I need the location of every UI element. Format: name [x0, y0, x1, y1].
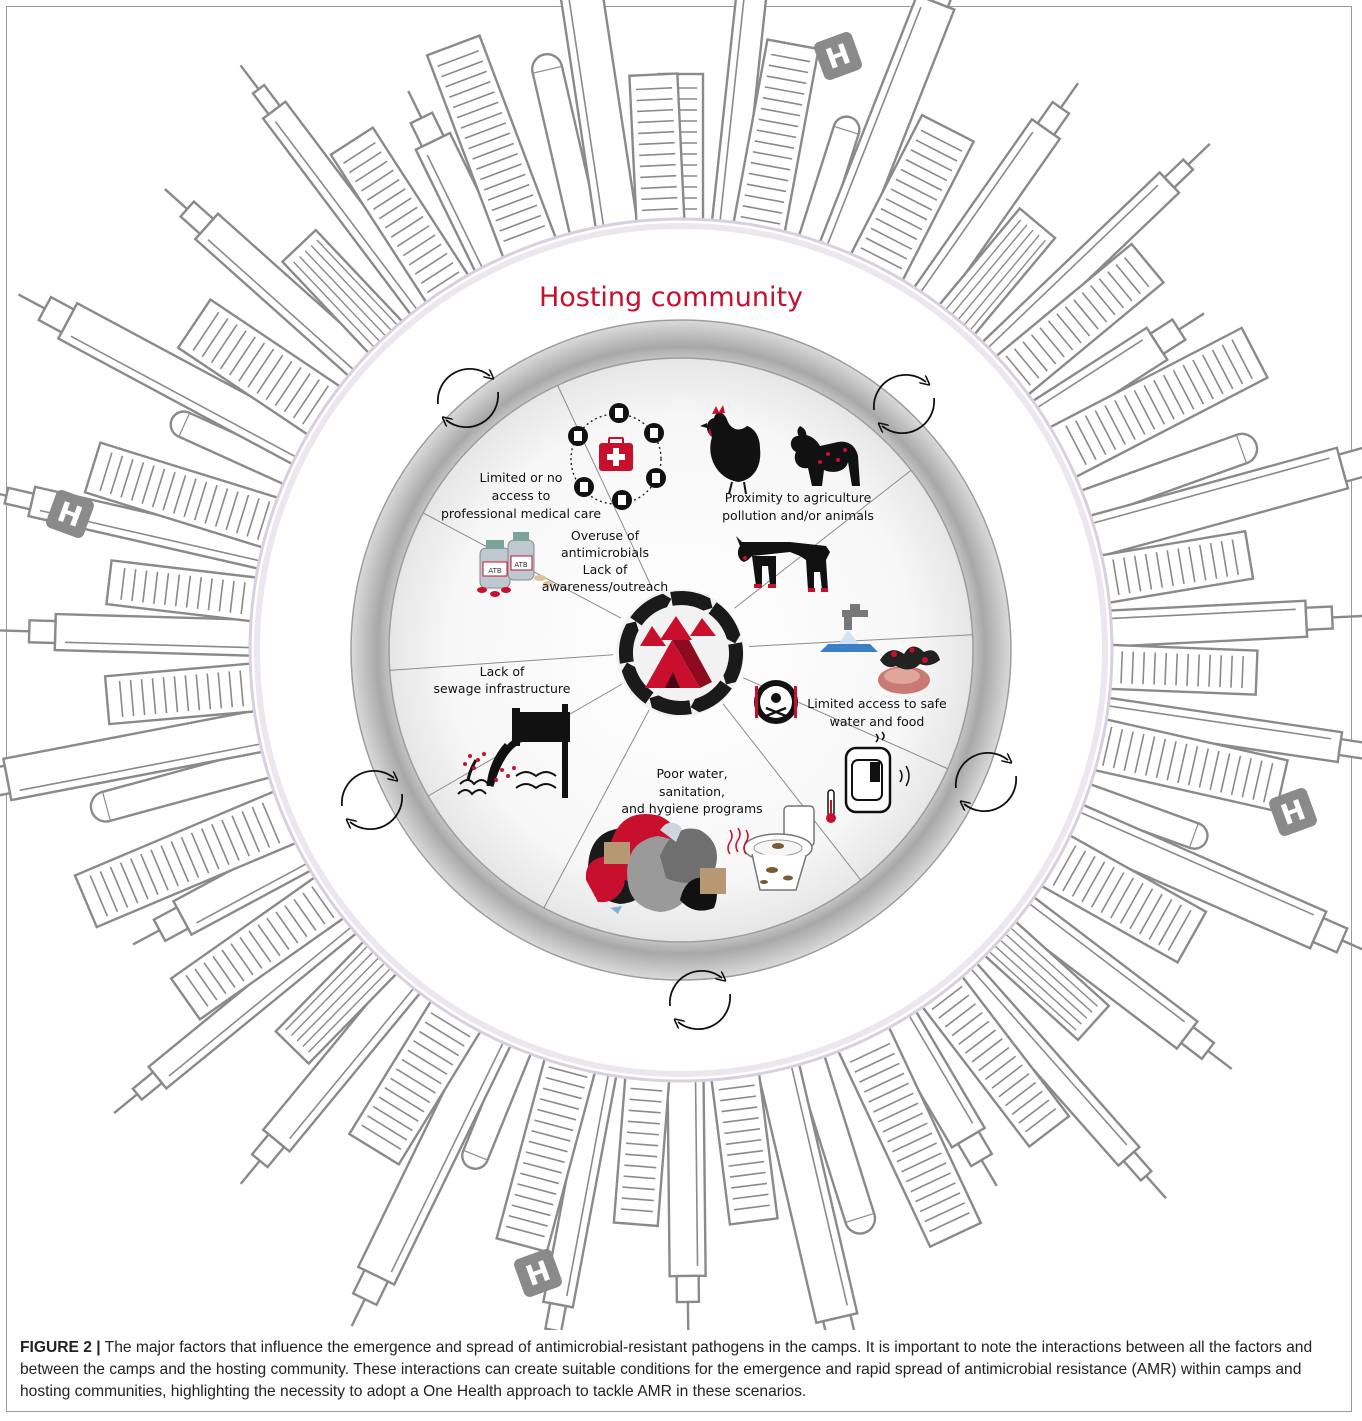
broken-refrigerator-icon — [826, 731, 910, 823]
skyline-building — [17, 293, 317, 468]
hospital-badges: H H H H — [46, 32, 1317, 1297]
figure-illustration: H H H H Hosting community — [0, 0, 1362, 1330]
factor-labels: Limited or no access to professional med… — [433, 470, 947, 816]
factor-label-sewage-1: Lack of — [480, 664, 525, 679]
camp-cycle-arrow — [619, 621, 639, 664]
skyline-building — [541, 1064, 619, 1330]
chicken-icon — [700, 405, 761, 495]
skyline-building — [425, 34, 559, 263]
skyline-building — [103, 661, 261, 726]
hospital-badge: H — [514, 1249, 562, 1297]
skyline-building — [612, 1071, 671, 1228]
skyline-building — [628, 72, 686, 227]
skyline-building — [1044, 326, 1270, 481]
factor-label-agriculture-2: pollution and/or animals — [722, 508, 874, 523]
no-food-poison-icon — [754, 680, 798, 724]
dirty-toilet-icon — [727, 805, 815, 891]
hospital-badge: H — [46, 490, 94, 538]
factor-label-wash-1: Poor water, — [656, 766, 727, 781]
factor-label-water-food-1: Limited access to safe — [807, 696, 947, 711]
factor-label-medical-3: professional medical care — [441, 506, 601, 521]
skyline-building — [105, 559, 262, 624]
cow-icon — [736, 536, 830, 592]
camp-cycle-arrow — [621, 662, 654, 704]
factor-label-antimicrobials-1: Overuse of — [571, 528, 640, 543]
ring-title: Hosting community — [539, 282, 803, 313]
skyline-building — [495, 1053, 598, 1254]
hospital-badge: H — [1269, 788, 1317, 836]
caption-text: The major factors that influence the eme… — [20, 1339, 1313, 1400]
cycle-arrow — [340, 770, 404, 830]
skyline-building — [169, 873, 349, 1022]
cycle-arrow — [872, 374, 936, 434]
factor-label-antimicrobials-2: antimicrobials — [561, 545, 649, 560]
water-tap-icon — [820, 604, 878, 652]
pill-label-2: ATB — [514, 561, 528, 569]
hospital-badge: H — [814, 32, 862, 80]
factor-label-agriculture-1: Proximity to agriculture — [725, 490, 872, 505]
camp-cycle-arrow — [649, 695, 692, 715]
figure-frame — [6, 6, 1352, 1412]
skyline-building — [1104, 599, 1362, 648]
camp-cycle-arrow — [723, 642, 743, 685]
camp-cycle-arrow — [670, 591, 713, 611]
skyline-building — [991, 242, 1166, 400]
skyline-building — [835, 1022, 983, 1249]
skyline-building — [0, 612, 257, 658]
cycle-arrow — [436, 368, 500, 428]
dog-icon — [790, 426, 860, 486]
factor-label-medical-2: access to — [492, 488, 551, 503]
skyline-building — [89, 745, 276, 823]
factor-label-wash-2: sanitation, — [659, 784, 725, 799]
skyline-building — [132, 833, 317, 946]
camp-tents-icon — [616, 589, 744, 717]
caption-label: FIGURE 2 | — [20, 1339, 101, 1356]
factor-label-medical-1: Limited or no — [480, 470, 563, 485]
medical-care-icon — [568, 403, 666, 510]
figure-caption: FIGURE 2 | The major factors that influe… — [20, 1337, 1342, 1403]
skyline-building — [164, 188, 377, 381]
camp-cycle-arrow — [690, 680, 732, 713]
camp-cycle-arrow — [708, 602, 741, 644]
pill-label-1: ATB — [488, 567, 502, 575]
skyline-building — [1036, 831, 1208, 965]
interaction-cycle-arrows — [340, 368, 1018, 1030]
ring-halo — [254, 223, 1108, 1077]
cycle-arrow — [668, 970, 732, 1030]
factor-label-antimicrobials-4: awareness/outreach — [542, 579, 668, 594]
camp-cycle-arrow — [630, 593, 672, 626]
factor-label-water-food-2: water and food — [830, 714, 925, 729]
skyline-building — [461, 1038, 535, 1170]
factor-label-sewage-2: sewage infrastructure — [433, 681, 570, 696]
sewage-outflow-icon — [457, 704, 570, 798]
factor-label-antimicrobials-3: Lack of — [583, 562, 628, 577]
skyline-building — [1104, 643, 1259, 696]
contaminated-food-icon — [878, 646, 940, 694]
factor-label-wash-3: and hygiene programs — [621, 801, 762, 816]
antibiotic-bottles-icon: ATB ATB — [477, 532, 553, 597]
cycle-arrow — [954, 752, 1018, 812]
skyline-building — [1084, 446, 1362, 559]
skyline-building — [350, 1022, 515, 1327]
skyline-building — [176, 297, 345, 439]
garbage-pile-icon — [585, 814, 726, 914]
skyline-building — [666, 1074, 707, 1330]
